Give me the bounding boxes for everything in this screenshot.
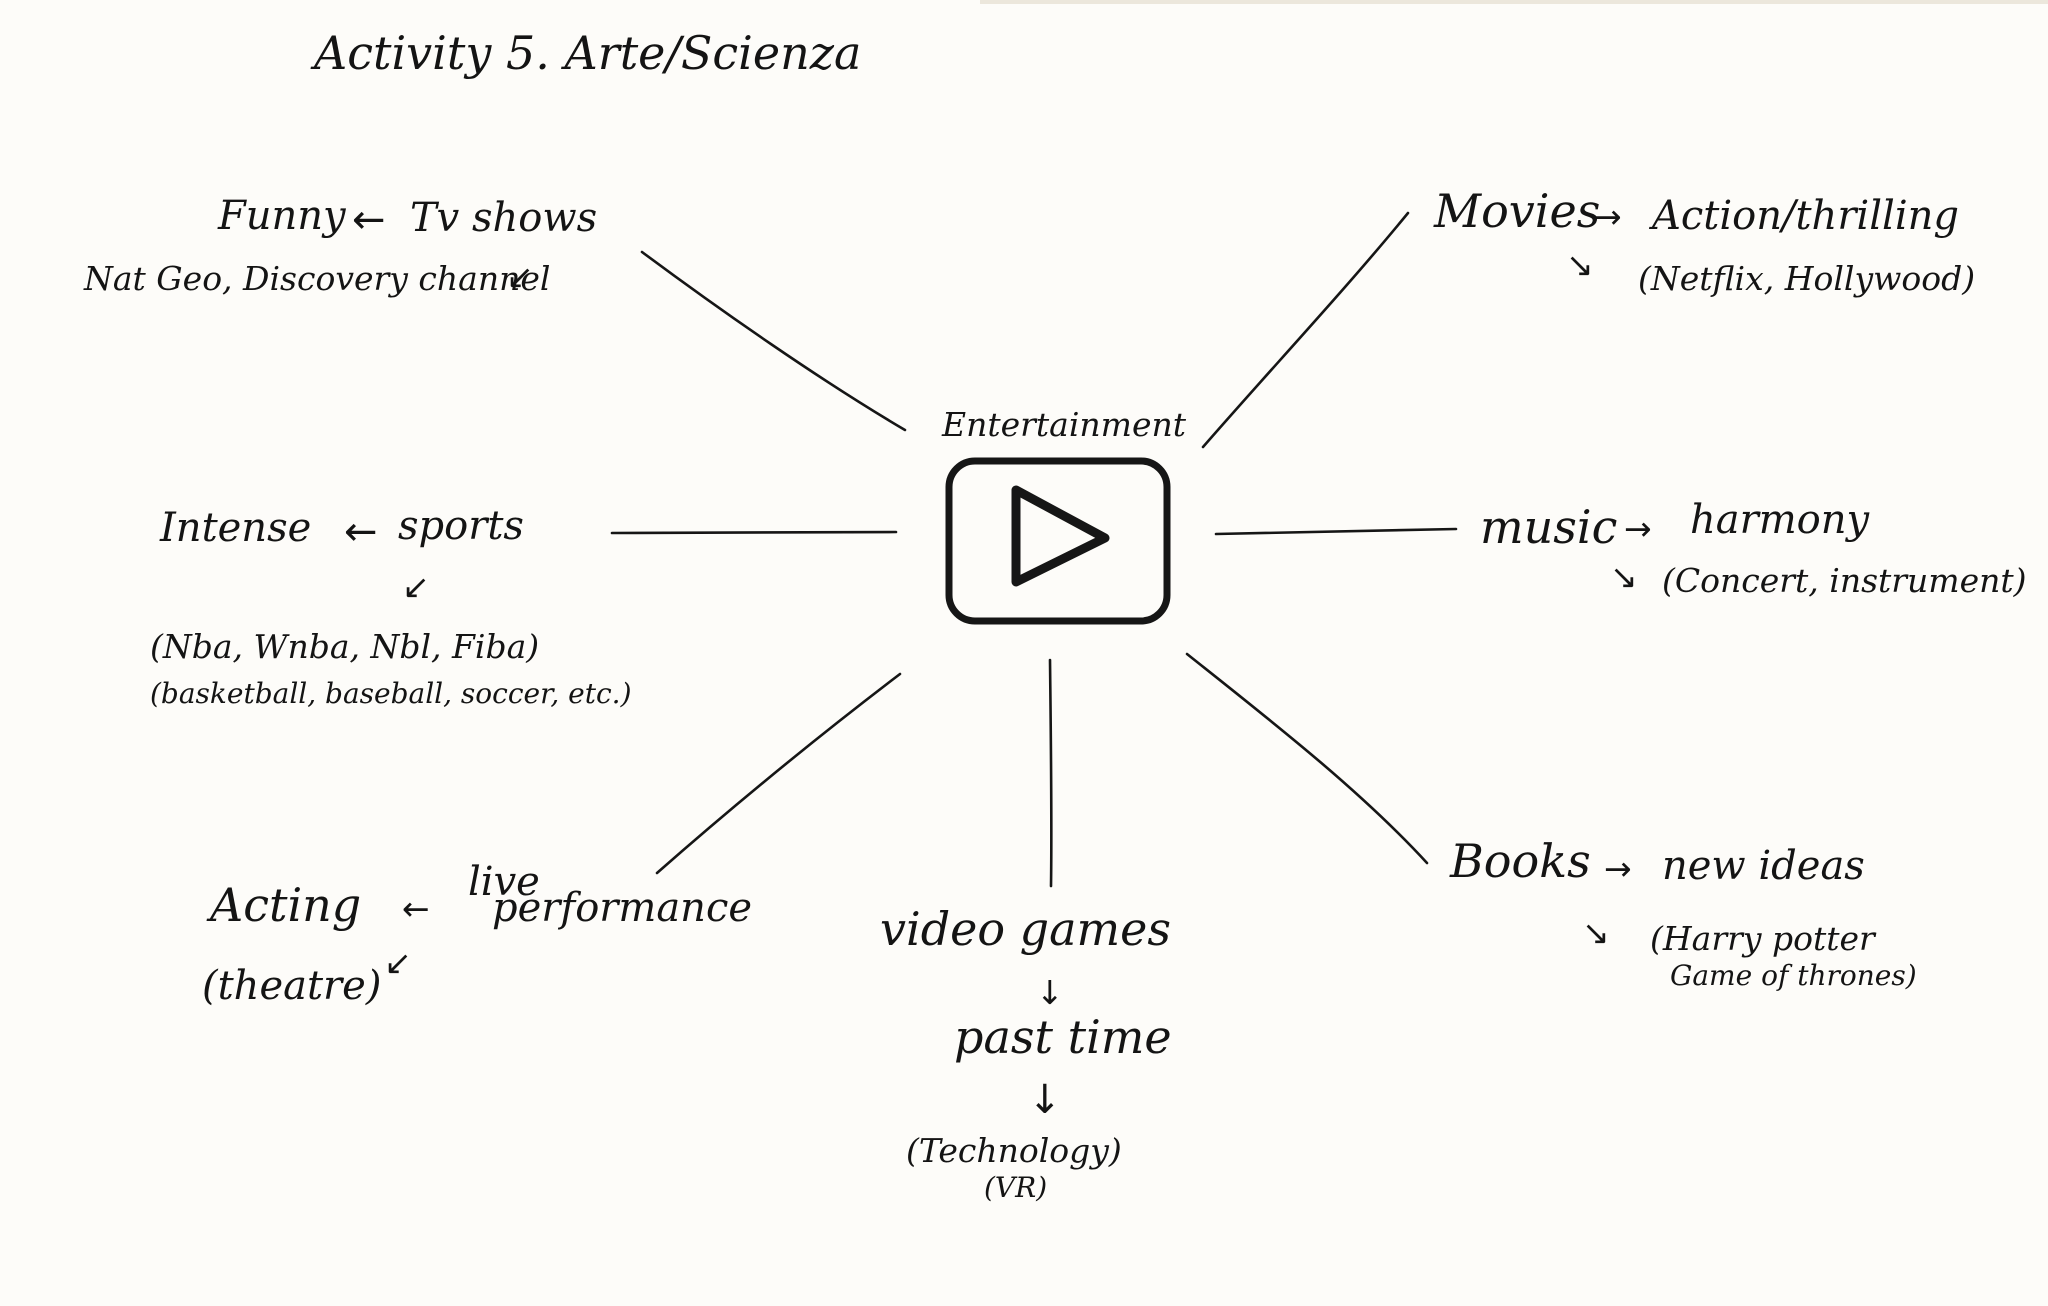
music-topic-label: music bbox=[1480, 500, 1618, 554]
music-right-label: harmony bbox=[1690, 497, 1870, 543]
play-button-icon bbox=[945, 457, 1171, 625]
center-label: Entertainment bbox=[942, 405, 1186, 444]
books-detail-line-1: (Harry potter bbox=[1650, 919, 1875, 958]
music-right-arrow-icon: → bbox=[1624, 509, 1652, 548]
connector-music bbox=[1214, 527, 1458, 536]
sports-detail-types: (basketball, baseball, soccer, etc.) bbox=[150, 677, 632, 710]
connector-games bbox=[1048, 658, 1053, 888]
tv-detail-arrow-icon: ↙ bbox=[506, 257, 534, 296]
books-detail-arrow-icon: ↘ bbox=[1582, 913, 1610, 952]
connector-movies bbox=[1201, 211, 1410, 449]
connector-tv bbox=[640, 250, 907, 432]
games-detail-technology: (Technology) bbox=[906, 1131, 1122, 1170]
games-topic-label: video games bbox=[880, 902, 1172, 956]
sports-topic-label: sports bbox=[398, 503, 524, 549]
acting-detail-label: (theatre) bbox=[202, 963, 382, 1009]
games-detail-vr: (VR) bbox=[984, 1171, 1048, 1204]
sports-left-label: Intense bbox=[160, 505, 312, 551]
games-arrow-2-icon: ↓ bbox=[1028, 1077, 1062, 1123]
games-arrow-1-icon: ↓ bbox=[1036, 973, 1064, 1012]
movies-topic-label: Movies bbox=[1434, 184, 1601, 238]
sports-detail-arrow-icon: ↙ bbox=[402, 567, 430, 606]
paper-edge-strip bbox=[980, 0, 2048, 4]
movies-right-arrow-icon: → bbox=[1594, 197, 1622, 236]
connector-books bbox=[1185, 652, 1429, 865]
books-right-label: new ideas bbox=[1662, 843, 1865, 889]
tv-left-label: Funny bbox=[218, 193, 346, 239]
acting-topic-line-2: performance bbox=[492, 885, 753, 931]
acting-left-arrow-icon: ← bbox=[402, 889, 430, 928]
movies-right-label: Action/thrilling bbox=[1652, 193, 1959, 239]
tv-left-arrow-icon: ← bbox=[352, 197, 386, 243]
movies-detail-label: (Netflix, Hollywood) bbox=[1638, 259, 1976, 298]
music-detail-arrow-icon: ↘ bbox=[1610, 557, 1638, 596]
books-topic-label: Books bbox=[1450, 834, 1591, 888]
page-title: Activity 5. Arte/Scienza bbox=[314, 26, 862, 80]
books-detail-line-2: Game of thrones) bbox=[1670, 959, 1917, 992]
connector-acting bbox=[655, 672, 902, 875]
books-right-arrow-icon: → bbox=[1604, 849, 1632, 888]
sports-left-arrow-icon: ← bbox=[344, 509, 378, 555]
tv-topic-label: Tv shows bbox=[410, 195, 598, 241]
connector-sports bbox=[610, 530, 898, 535]
acting-topic-line-1: live bbox=[468, 859, 540, 905]
games-detail-pastime: past time bbox=[954, 1010, 1172, 1064]
tv-detail-label: Nat Geo, Discovery channel bbox=[84, 259, 551, 298]
music-detail-label: (Concert, instrument) bbox=[1662, 561, 2027, 600]
sports-detail-leagues: (Nba, Wnba, Nbl, Fiba) bbox=[150, 627, 540, 666]
acting-detail-arrow-icon: ↙ bbox=[384, 943, 412, 982]
movies-detail-arrow-icon: ↘ bbox=[1566, 245, 1594, 284]
acting-left-label: Acting bbox=[210, 878, 362, 932]
